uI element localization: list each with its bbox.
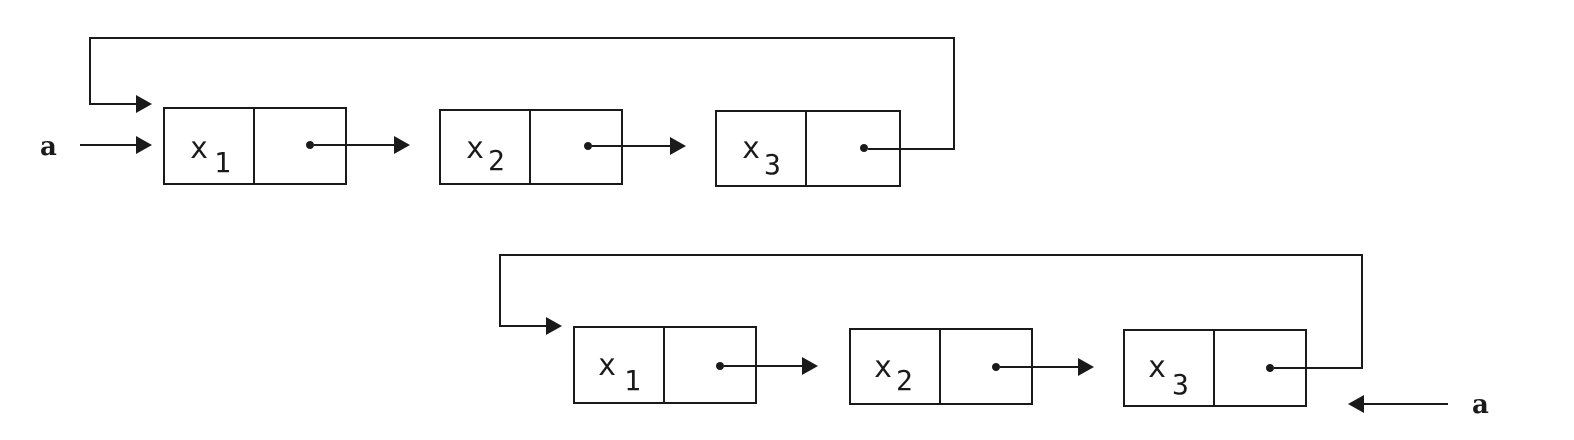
next-pointer-dot <box>584 142 592 150</box>
next-arrow <box>724 357 818 375</box>
next-pointer-dot <box>716 362 724 370</box>
next-arrow <box>314 136 410 154</box>
pointer-label-a: a <box>1472 390 1489 420</box>
diagram-top: a x 1 x 2 <box>40 37 955 187</box>
next-arrow <box>1000 358 1094 376</box>
pointer-arrow <box>1348 395 1448 413</box>
circular-back-link <box>89 37 955 150</box>
next-arrow <box>592 137 686 155</box>
next-pointer-dot <box>1266 364 1274 372</box>
node-index: 1 <box>214 146 231 179</box>
list-node-2: x 2 <box>439 109 623 185</box>
diagram-bottom: x 1 x 2 x 3 <box>499 254 1489 420</box>
node-value: x <box>1148 350 1166 385</box>
node-value: x <box>190 131 208 166</box>
node-index: 3 <box>764 148 781 181</box>
node-index: 2 <box>488 144 505 177</box>
node-index: 3 <box>1172 368 1189 401</box>
next-pointer-dot <box>306 141 314 149</box>
next-pointer-dot <box>860 144 868 152</box>
circular-back-link <box>499 254 1363 369</box>
node-index: 1 <box>624 364 641 397</box>
next-pointer-dot <box>992 363 1000 371</box>
node-value: x <box>598 348 616 383</box>
list-node-1: x 1 <box>573 326 757 404</box>
node-value: x <box>466 131 484 166</box>
node-value: x <box>742 131 760 166</box>
node-index: 2 <box>896 364 913 397</box>
pointer-label-a: a <box>40 132 57 162</box>
node-value: x <box>874 350 892 385</box>
pointer-arrow <box>80 136 152 154</box>
